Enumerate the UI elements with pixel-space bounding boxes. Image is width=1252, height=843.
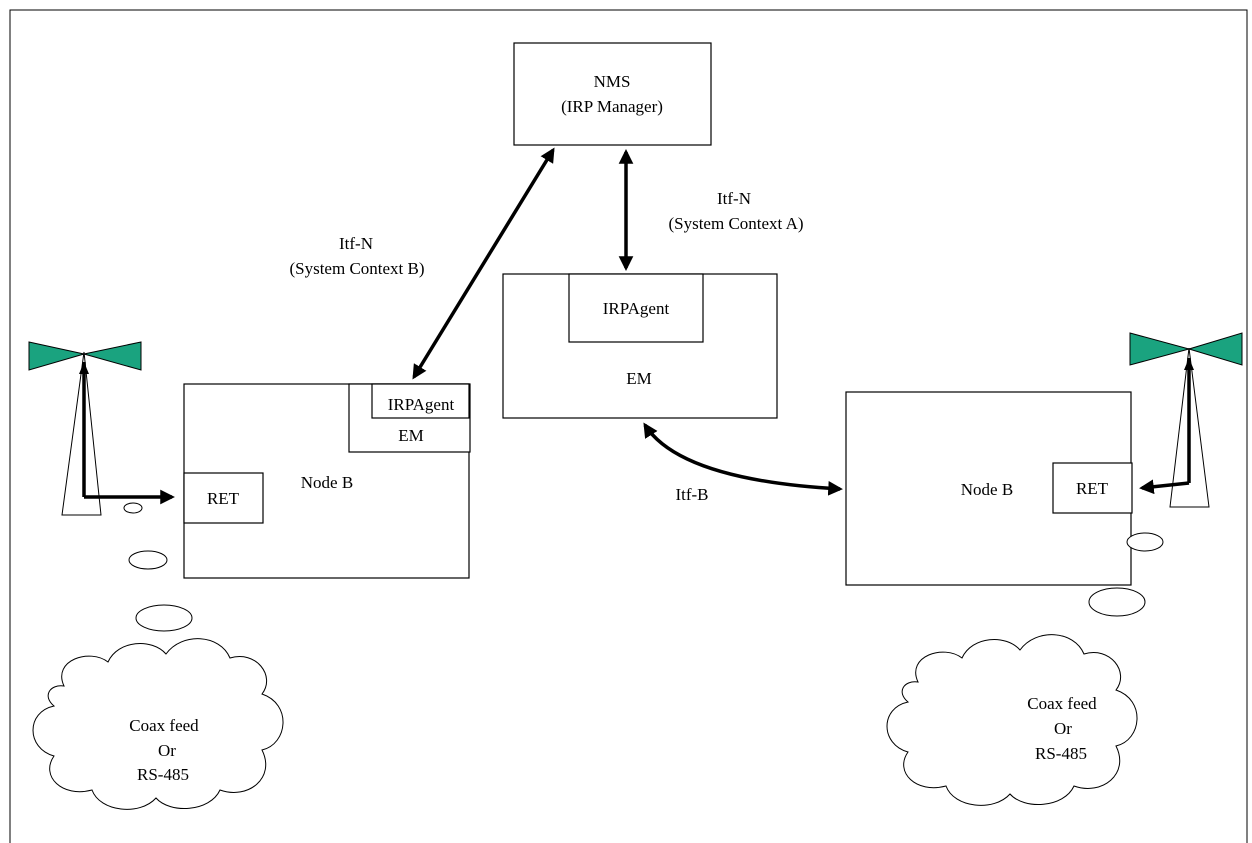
cloud-left-line1: Coax feed: [129, 716, 199, 735]
itf-n-b-label: Itf-N: [339, 234, 373, 253]
ret-left-box: [183, 472, 264, 524]
cloud-right: Coax feed Or RS-485: [886, 634, 1138, 806]
thought-bubbles-right: [1088, 532, 1164, 617]
antenna-right-wing-left: [1129, 332, 1191, 366]
node-b-left-irpagent-box: [371, 383, 470, 419]
nms-subtitle: (IRP Manager): [561, 97, 663, 116]
itf-b-arrow: [643, 422, 843, 496]
cloud-left: Coax feed Or RS-485: [32, 638, 284, 810]
nms-box: NMS (IRP Manager): [513, 42, 712, 146]
cloud-left-line3: RS-485: [137, 765, 189, 784]
node-b-left-box: IRPAgent EM Node B RET: [183, 383, 471, 579]
itf-n-b-context: (System Context B): [289, 259, 424, 278]
cloud-right-line2: Or: [1054, 719, 1072, 738]
cloud-right-line1: Coax feed: [1027, 694, 1097, 713]
antenna-right-icon: [1129, 332, 1243, 508]
em-center-label: EM: [626, 369, 652, 388]
antenna-right-wing-right: [1187, 332, 1243, 366]
thought-bubbles-left: [123, 502, 193, 632]
node-b-right-label: Node B: [961, 480, 1013, 499]
itf-b-label: Itf-B: [675, 485, 708, 504]
diagram-frame: [9, 9, 1248, 843]
ret-left-label: RET: [207, 489, 240, 508]
node-b-left-em-label: EM: [398, 426, 424, 445]
cloud-left-line2: Or: [158, 741, 176, 760]
em-center-box: IRPAgent EM: [502, 273, 778, 419]
node-b-left-irpagent-label: IRPAgent: [388, 395, 455, 414]
antenna-left-wing-right: [83, 341, 142, 371]
ret-right-box: [1052, 462, 1133, 514]
em-center-irpagent-box: [568, 273, 704, 343]
nms-title: NMS: [594, 72, 631, 91]
cloud-right-line3: RS-485: [1035, 744, 1087, 763]
ret-right-label: RET: [1076, 479, 1109, 498]
itf-n-b-arrow: [412, 147, 555, 380]
node-b-left-label: Node B: [301, 473, 353, 492]
em-center-irpagent-label: IRPAgent: [603, 299, 670, 318]
itf-n-a-label: Itf-N: [717, 189, 751, 208]
antenna-left-wing-left: [28, 341, 85, 371]
antenna-left-icon: [28, 341, 175, 516]
node-b-right-box: Node B RET: [845, 391, 1133, 586]
itf-n-a-context: (System Context A): [668, 214, 803, 233]
